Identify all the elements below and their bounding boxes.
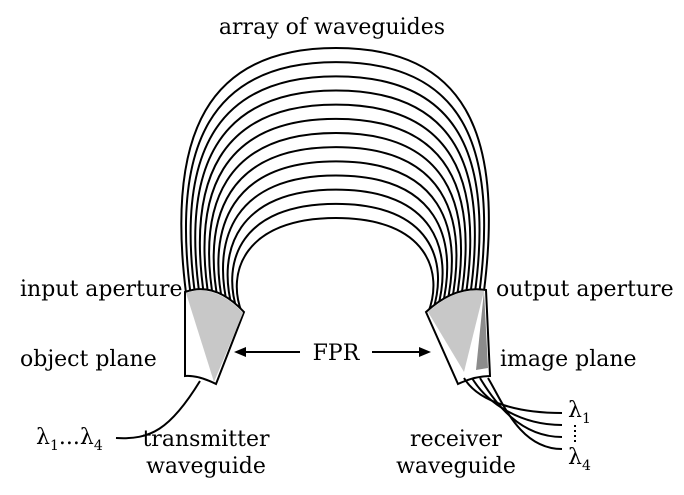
fpr-label: FPR [313,341,361,366]
input-coupler-beam [186,290,243,382]
input-aperture-label: input aperture [20,277,183,302]
output-wavelength-top: λ1 [568,398,591,427]
transmitter-waveguide-label: waveguide [146,454,266,479]
fpr-arrow-left-head [234,347,246,357]
receiver-waveguide [463,377,563,414]
waveguide [180,46,490,294]
fpr-arrow-right-head [419,347,431,357]
fpr-arrows [234,347,431,357]
image-plane-label: image plane [500,347,637,372]
input-wavelengths-label: λ1...λ4 [36,425,103,454]
waveguide [194,89,476,299]
output-star-coupler [424,288,492,386]
waveguide [235,216,435,314]
waveguide [189,75,481,297]
output-aperture-label: output aperture [496,277,674,302]
object-plane-label: object plane [20,347,157,372]
transmitter-label: transmitter [142,427,270,452]
waveguide [212,146,458,305]
waveguide [231,202,440,312]
waveguide [198,103,472,300]
receiver-waveguides [463,377,563,450]
output-coupler-beam-dark [476,291,488,370]
diagram-title: array of waveguides [219,15,445,40]
waveguide [217,160,453,307]
waveguide [184,61,486,295]
waveguide [226,188,444,310]
transmitter-waveguide [115,380,201,440]
receiver-waveguide [487,377,563,450]
output-coupler-beam-light [428,290,484,372]
output-wavelength-bottom: λ4 [568,445,591,474]
waveguide [208,131,463,304]
receiver-label: receiver [410,427,502,452]
waveguide-array [180,46,490,314]
waveguide [221,174,449,309]
receiver-waveguide-label: waveguide [396,454,516,479]
input-star-coupler [184,288,246,386]
waveguide [203,117,467,302]
